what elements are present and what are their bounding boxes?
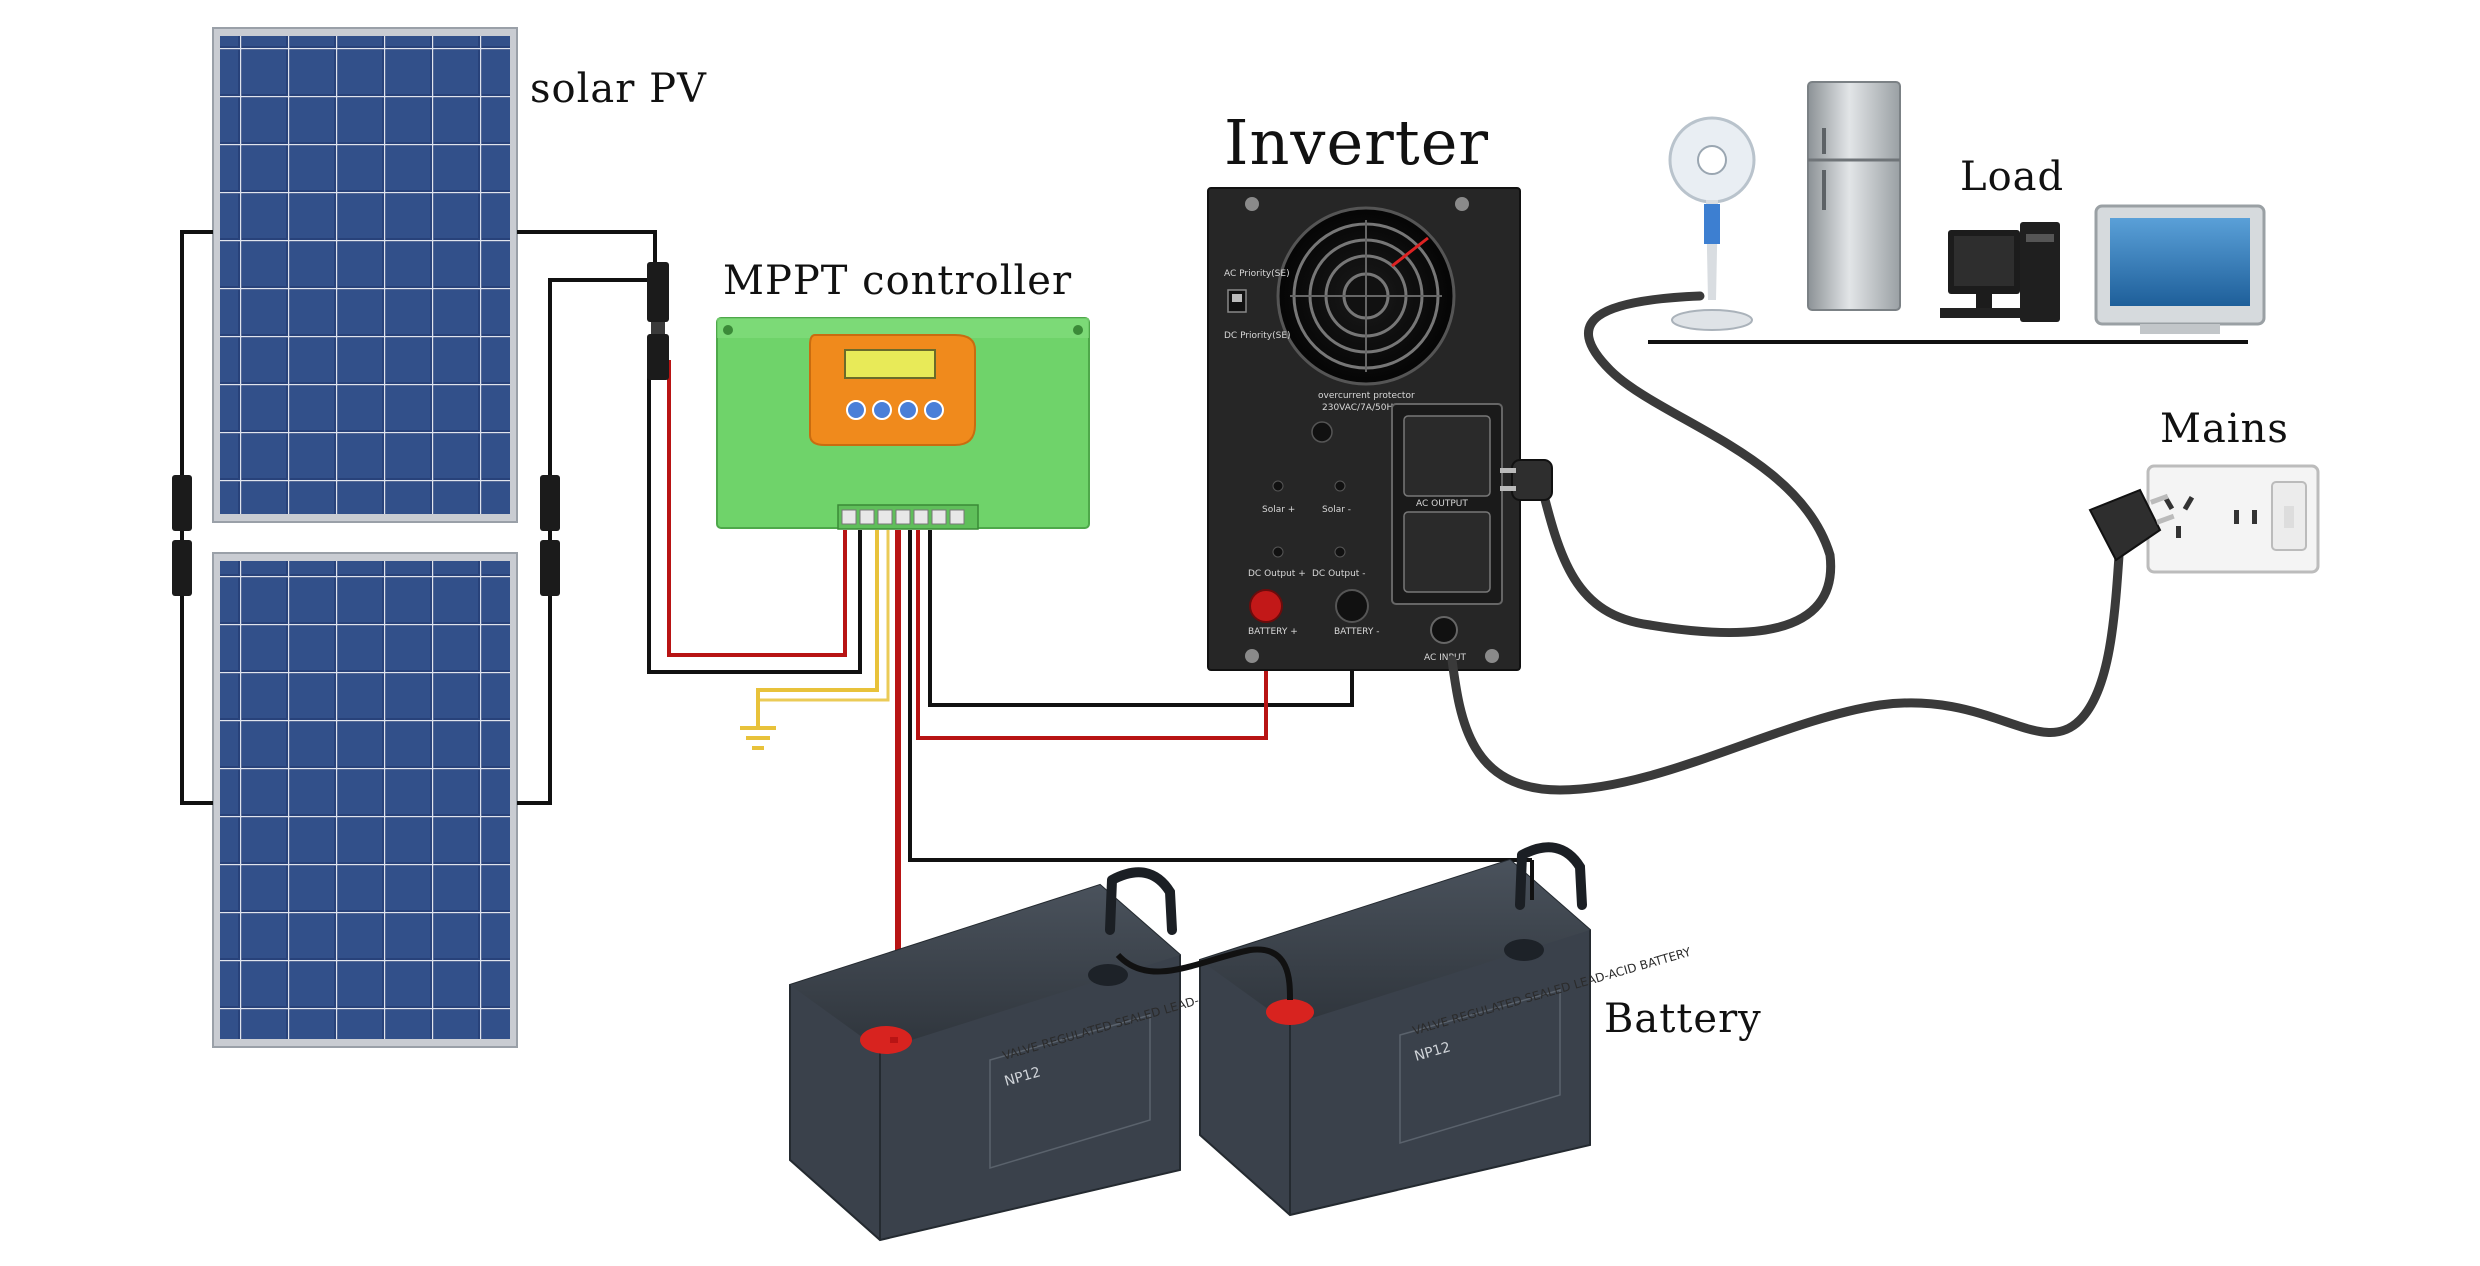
solar-plus-label: Solar + [1262, 505, 1295, 515]
battery-plus-terminal [1249, 589, 1283, 623]
protector-title: overcurrent protector [1318, 391, 1415, 401]
mains-socket [2146, 464, 2320, 574]
mppt-controller [716, 317, 1090, 530]
battery-label: Battery [1604, 996, 1762, 1042]
power-cords [1447, 291, 2125, 795]
battery-right: VALVE REGULATED SEALED LEAD-ACID BATTERY… [1199, 842, 1693, 1217]
inverter-fan [1276, 206, 1456, 386]
inverter: AC Priority(SE) DC Priority(SE) overcurr… [1207, 187, 1521, 671]
inverter-label: Inverter [1224, 106, 1490, 179]
battery-minus-label: BATTERY - [1334, 627, 1379, 637]
ac-output-label: AC OUTPUT [1416, 499, 1468, 509]
battery-interconnect [1115, 946, 1293, 1001]
ground-symbol [740, 530, 890, 750]
desktop-computer-icon [1940, 222, 2060, 322]
battery-left: VALVE REGULATED SEALED LEAD-ACID BATTERY… [789, 867, 1283, 1242]
protector-rating: 230VAC/7A/50Hz [1322, 403, 1398, 413]
ac-input-label: AC INPUT [1424, 653, 1467, 663]
controller-button-4 [924, 400, 944, 420]
dc-plus-label: DC Output + [1248, 569, 1306, 579]
dc-minus-label: DC Output - [1312, 569, 1365, 579]
controller-button-2 [872, 400, 892, 420]
solar-panel-top [212, 27, 518, 523]
battery-plus-label: BATTERY + [1248, 627, 1298, 637]
load-label: Load [1960, 154, 2065, 200]
ac-output-sockets: AC OUTPUT [1391, 403, 1503, 605]
tv-monitor-icon [2094, 204, 2266, 334]
mc4-connectors [172, 262, 669, 596]
mppt-controller-label: MPPT controller [723, 258, 1073, 304]
solar-panel-bottom [212, 552, 518, 1048]
ac-output-plug [1500, 459, 1553, 501]
fridge-icon [1807, 81, 1901, 311]
fan-icon [1668, 116, 1756, 331]
switch-label-bottom: DC Priority(SE) [1224, 331, 1291, 341]
switch-label-top: AC Priority(SE) [1224, 269, 1290, 279]
solar-pv-label: solar PV [530, 66, 707, 112]
controller-button-3 [898, 400, 918, 420]
controller-button-1 [846, 400, 866, 420]
solar-minus-label: Solar - [1322, 505, 1351, 515]
mains-label: Mains [2160, 406, 2289, 452]
mains-plug [2088, 488, 2175, 562]
battery-minus-terminal [1335, 589, 1369, 623]
ac-input-terminal [1430, 616, 1458, 644]
